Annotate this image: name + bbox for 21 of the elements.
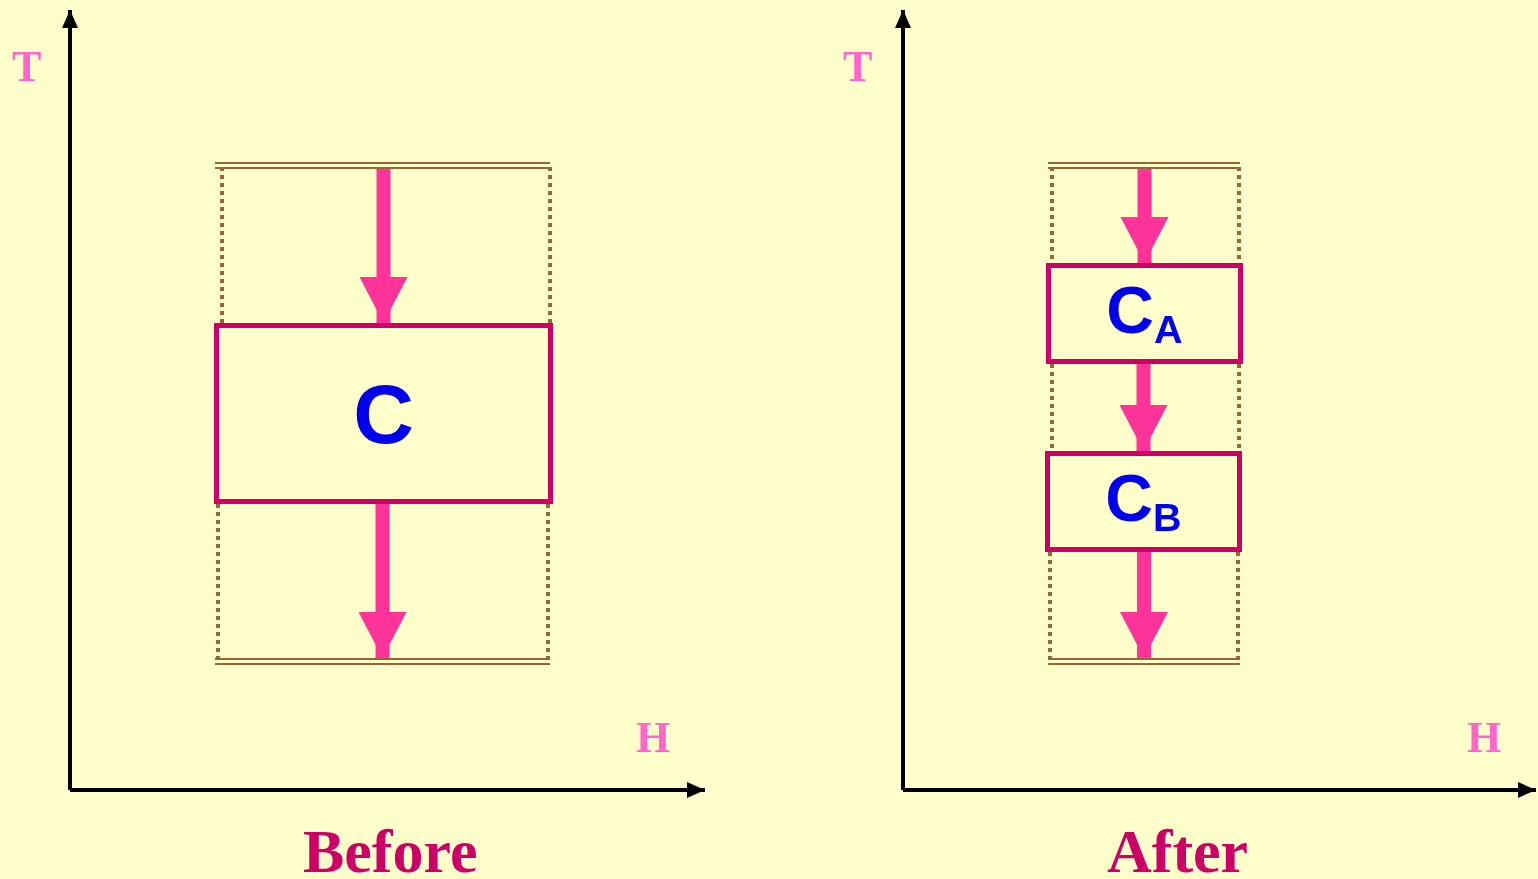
exchanger-box <box>1046 263 1243 364</box>
temperature-bar <box>215 658 550 665</box>
axis-label: H <box>1467 716 1502 760</box>
arrow <box>1120 169 1169 263</box>
exchanger-box <box>214 323 553 504</box>
panel-caption: After <box>1107 820 1249 879</box>
arrow <box>1119 364 1168 451</box>
arrow <box>358 504 407 658</box>
arrow <box>1120 552 1168 658</box>
axis-label: T <box>12 45 42 89</box>
exchanger-label: C$_{A}$ <box>1106 277 1183 350</box>
temperature-bar <box>1048 658 1240 665</box>
exchanger-label: C$_{B}$ <box>1105 465 1182 538</box>
axis-label: H <box>636 716 671 760</box>
arrow <box>359 169 408 323</box>
exchanger-label: C <box>353 371 414 456</box>
axis-label: T <box>843 45 873 89</box>
temperature-bar <box>1048 162 1240 169</box>
temperature-bar <box>215 162 550 169</box>
exchanger-box <box>1045 451 1242 552</box>
panel-caption: Before <box>303 820 478 879</box>
